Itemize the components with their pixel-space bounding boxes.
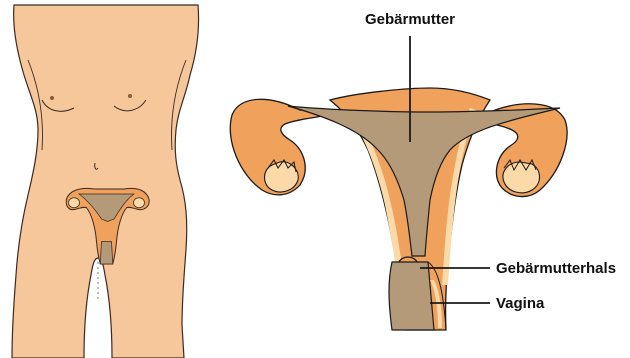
- label-uterus: Gebärmutter: [365, 11, 455, 28]
- body-figure: [12, 5, 199, 358]
- vagina-shape: [389, 262, 434, 330]
- body-silhouette: [12, 5, 199, 358]
- right-ovary: [503, 162, 540, 193]
- label-vagina: Vagina: [496, 295, 545, 312]
- right-nipple: [128, 94, 132, 98]
- left-nipple: [50, 96, 54, 100]
- label-cervix: Gebärmutterhals: [496, 260, 616, 277]
- uterus-diagram: [230, 88, 567, 330]
